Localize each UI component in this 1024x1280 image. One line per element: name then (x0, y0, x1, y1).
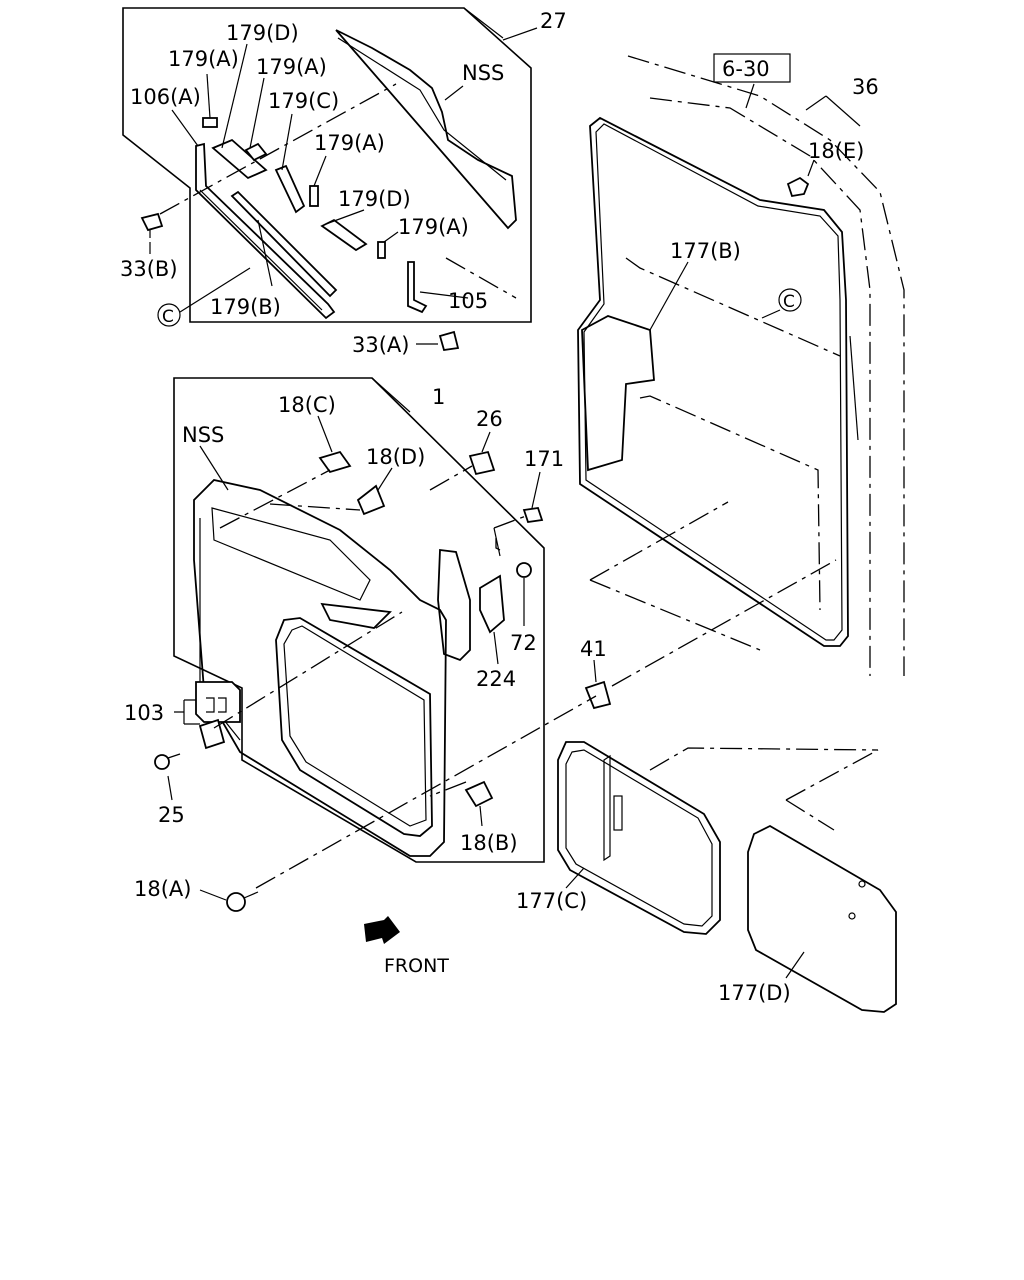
label-18c: 18(C) (278, 393, 336, 417)
label-179d-2: 179(D) (338, 187, 411, 211)
leaders-door (589, 83, 861, 651)
clip-26 (468, 450, 496, 476)
label-41: 41 (580, 637, 607, 661)
label-33b: 33(B) (120, 257, 178, 281)
label-179d-1: 179(D) (226, 21, 299, 45)
label-177b: 177(B) (670, 239, 741, 263)
handle-224 (437, 548, 471, 662)
label-224: 224 (476, 667, 516, 691)
window-opening-trim (275, 617, 433, 837)
clip-18c (318, 450, 352, 474)
channel-106a (195, 142, 336, 320)
clip-33a (438, 330, 460, 352)
label-1: 1 (432, 385, 445, 409)
clip-18e (786, 176, 810, 198)
label-177d: 177(D) (718, 981, 791, 1005)
nss-trim-strip (335, 29, 517, 230)
leaders-glass (565, 867, 805, 979)
label-nss-2: NSS (182, 423, 224, 447)
label-179a-2: 179(A) (256, 55, 327, 79)
label-105: 105 (448, 289, 488, 313)
strip-179b (230, 190, 338, 298)
inset-box-27 (122, 7, 532, 323)
label-front: FRONT (384, 955, 449, 977)
label-18d: 18(D) (366, 445, 425, 469)
svg-text:C: C (162, 307, 174, 327)
label-72: 72 (510, 631, 537, 655)
label-177c: 177(C) (516, 889, 587, 913)
label-36: 36 (852, 75, 879, 99)
inset-box-1 (173, 377, 545, 863)
label-171: 171 (524, 447, 564, 471)
label-nss-1: NSS (462, 61, 504, 85)
dash-lines-glass (649, 747, 879, 831)
label-6-30-box: 6-30 (713, 53, 791, 83)
clip-18a (226, 891, 259, 912)
clip-33b (140, 212, 164, 238)
label-179c: 179(C) (268, 89, 339, 113)
label-18b: 18(B) (460, 831, 518, 855)
leaders-box-1 (167, 415, 597, 901)
connector-103 (195, 681, 241, 750)
door-trim-panel (193, 479, 447, 857)
insulator-177b (581, 315, 655, 472)
label-106a: 106(A) (130, 85, 201, 109)
leaders-27 (149, 27, 538, 345)
window-177c (557, 741, 721, 935)
svg-text:C: C (783, 292, 795, 312)
door-frame (625, 55, 905, 676)
screw-72 (516, 562, 532, 578)
clip-41 (584, 680, 612, 710)
label-103: 103 (124, 701, 164, 725)
screw-25 (154, 753, 181, 770)
bracket-224 (479, 574, 505, 634)
callout-labels: 27 179(D) 179(A) 179(A) 106(A) 179(C) NS… (120, 9, 879, 1005)
label-6-30: 6-30 (722, 57, 770, 81)
hook-105 (407, 261, 428, 314)
label-18a: 18(A) (134, 877, 191, 901)
bracket-18d (356, 484, 386, 516)
front-arrow-icon (364, 916, 400, 944)
label-25: 25 (158, 803, 185, 827)
label-27: 27 (540, 9, 567, 33)
label-33a: 33(A) (352, 333, 409, 357)
dash-lines-1 (213, 465, 837, 889)
label-179a-1: 179(A) (168, 47, 239, 71)
cover-177d (747, 824, 897, 1013)
label-179a-3: 179(A) (314, 131, 385, 155)
clip-18b (464, 780, 494, 808)
circle-c-marker-2: C (778, 288, 802, 312)
label-179b: 179(B) (210, 295, 281, 319)
label-26: 26 (476, 407, 503, 431)
label-179a-4: 179(A) (398, 215, 469, 239)
weatherstrip-36 (577, 116, 849, 647)
clip-171 (522, 507, 544, 523)
circle-c-marker-1: C (157, 303, 181, 327)
label-18e: 18(E) (808, 139, 864, 163)
